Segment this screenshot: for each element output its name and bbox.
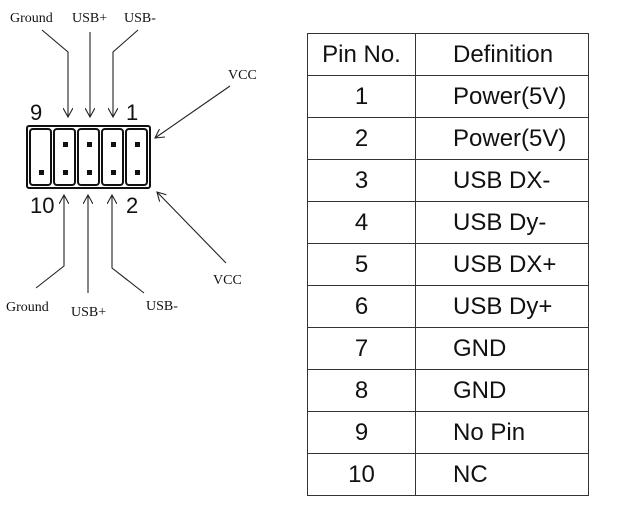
connector-diagram: Ground USB+ USB- VCC 9 1 10 2 Ground USB… (6, 11, 257, 320)
bottom-usb-minus-label: USB- (146, 299, 178, 314)
top-usb-plus-label: USB+ (72, 11, 107, 26)
pin-2-dot (135, 170, 140, 175)
pin-cell: 9 (307, 411, 416, 454)
header-pin-no: Pin No. (307, 33, 416, 76)
definition-cell: USB DX- (415, 159, 589, 202)
pin-5-dot (87, 142, 92, 147)
definition-cell: Power(5V) (415, 117, 589, 160)
pin-10-dot (39, 170, 44, 175)
pin-cell: 6 (307, 285, 416, 328)
pin-1-dot (135, 142, 140, 147)
definition-cell: Power(5V) (415, 75, 589, 118)
top-ground-arrow (41, 29, 68, 117)
pin-header (26, 125, 151, 189)
pin-number-9: 9 (30, 100, 42, 125)
definition-cell: No Pin (415, 411, 589, 454)
header-definition: Definition (415, 33, 589, 76)
pin-7-dot (63, 142, 68, 147)
top-usb-minus-arrow (113, 29, 139, 117)
bottom-usb-plus-label: USB+ (71, 305, 106, 320)
top-usb-minus-label: USB- (124, 11, 156, 26)
table-header-row: Pin No. Definition (307, 33, 589, 76)
pin-cell: 4 (307, 201, 416, 244)
bottom-vcc-label: VCC (213, 273, 242, 288)
pin-number-10: 10 (30, 193, 54, 218)
pin-cell: 8 (307, 369, 416, 412)
bottom-ground-arrow (35, 195, 64, 289)
pin-cell: 2 (307, 117, 416, 160)
pin-8-dot (63, 170, 68, 175)
pin-cell: 10 (307, 453, 416, 496)
bottom-usb-minus-arrow (112, 195, 145, 294)
top-vcc-arrow (155, 85, 231, 138)
pin-cell: 7 (307, 327, 416, 370)
pin-6-dot (87, 170, 92, 175)
definition-cell: GND (415, 327, 589, 370)
definition-cell: USB DX+ (415, 243, 589, 286)
pin-cell: 1 (307, 75, 416, 118)
bottom-vcc-arrow (157, 192, 227, 264)
definition-cell: USB Dy+ (415, 285, 589, 328)
pin-number-1: 1 (126, 100, 138, 125)
bottom-ground-label: Ground (6, 300, 49, 315)
definition-cell: GND (415, 369, 589, 412)
definition-cell: NC (415, 453, 589, 496)
pin-cell: 3 (307, 159, 416, 202)
pin-number-2: 2 (126, 193, 138, 218)
pin-3-dot (111, 142, 116, 147)
top-ground-label: Ground (10, 11, 53, 26)
pin-4-dot (111, 170, 116, 175)
pin-cell: 5 (307, 243, 416, 286)
definition-cell: USB Dy- (415, 201, 589, 244)
top-vcc-label: VCC (228, 68, 257, 83)
